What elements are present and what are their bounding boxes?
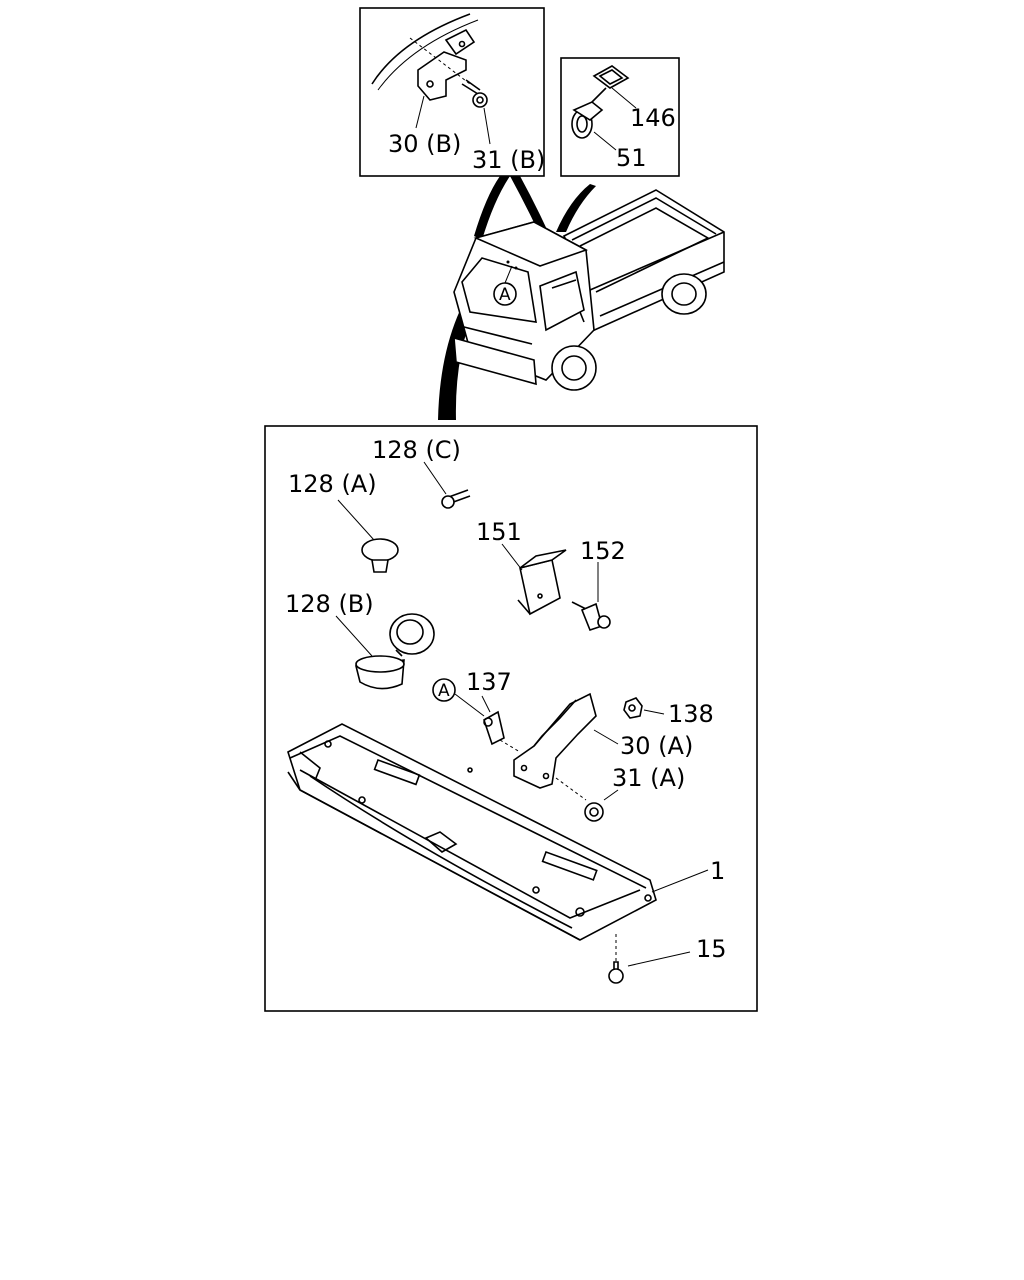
inset-c-frame (560, 57, 680, 177)
inset-b: 30 (B) 31 (B) (359, 7, 545, 177)
label-30a: 30 (A) (620, 732, 693, 760)
label-128b: 128 (B) (285, 590, 374, 618)
rear-wheel (661, 273, 707, 315)
clip-137 (483, 710, 505, 746)
nut-138 (623, 697, 643, 719)
main-marker-a (432, 678, 456, 702)
pointer-main (438, 276, 490, 420)
plug-128a (361, 538, 399, 573)
bolt-128c (441, 489, 471, 509)
label-30b: 30 (B) (388, 130, 461, 158)
main-detail: 128 (C) 128 (A) 128 (B) 151 (264, 425, 758, 1012)
label-31b: 31 (B) (472, 146, 545, 174)
front-wheel (551, 345, 597, 391)
label-137: 137 (466, 668, 512, 696)
pointer-inset-b-left (474, 176, 510, 240)
label-146: 146 (630, 104, 676, 132)
label-15: 15 (696, 935, 727, 963)
main-frame (264, 425, 758, 1012)
inset-b-frame (359, 7, 545, 177)
label-138: 138 (668, 700, 714, 728)
panel-1 (287, 723, 657, 941)
bracket-151 (517, 549, 567, 616)
label-151: 151 (476, 518, 522, 546)
label-31a: 31 (A) (612, 764, 685, 792)
bolt-31a (555, 777, 604, 822)
screw-15 (608, 934, 624, 984)
bracket-30a (513, 692, 597, 789)
label-128a: 128 (A) (288, 470, 377, 498)
inset-c: 146 51 (560, 57, 680, 177)
truck-marker-a-text: A (499, 285, 511, 305)
label-152: 152 (580, 537, 626, 565)
bolt-31b (461, 79, 488, 108)
bracket-30b (417, 28, 476, 101)
pointer-inset-c (556, 184, 596, 232)
grommet-128b (355, 613, 435, 690)
label-1: 1 (710, 857, 725, 885)
clamp-51 (571, 87, 607, 139)
truck-illustration: A (453, 189, 725, 391)
windshield (461, 257, 537, 323)
body-panel-curve (371, 13, 471, 85)
bumper (453, 336, 537, 386)
label-128c: 128 (C) (372, 436, 461, 464)
clip-152 (571, 601, 611, 631)
clip-146 (592, 65, 630, 89)
main-marker-a-text: A (438, 681, 450, 701)
label-51: 51 (616, 144, 647, 172)
